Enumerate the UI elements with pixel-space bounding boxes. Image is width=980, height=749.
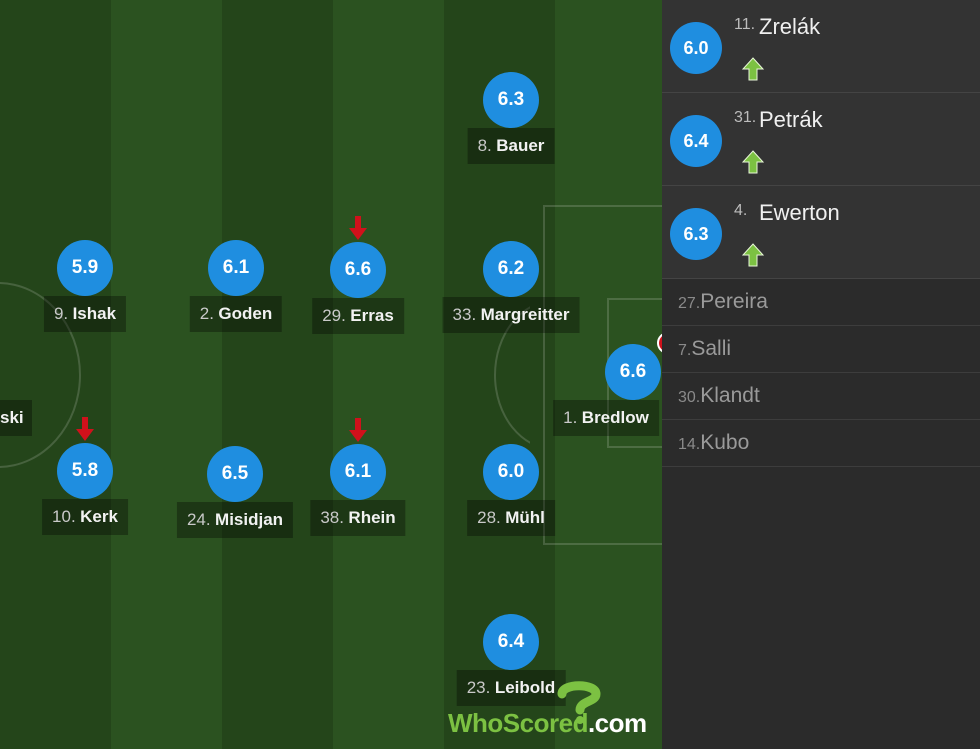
penalty-box [543,205,662,545]
arrow-down-icon [75,417,95,443]
unused-substitute-row[interactable]: 30.Klandt [662,373,980,420]
player-kerk[interactable]: 5.8 10. Kerk [15,417,155,535]
player-margreitter[interactable]: 6.2 33. Margreitter [441,241,581,333]
unused-substitute-row[interactable]: 27.Pereira [662,279,980,326]
player-name-box: 23. Leibold [456,670,566,706]
player-ishak[interactable]: 5.9 9. Ishak [15,240,155,332]
arrow-up-icon [741,149,765,175]
arrow-up-icon [741,56,765,82]
player-name-box: 28. Mühl [467,500,555,536]
watermark-brand: WhoScored [448,708,588,738]
player-misidjan[interactable]: 6.5 24. Misidjan [165,446,305,538]
player-name-box: 8. Bauer [467,128,555,164]
arrow-down-icon [348,216,368,242]
player-rating: 6.0 [670,22,722,74]
player-name-box: 2. Goden [189,296,283,332]
player-goden[interactable]: 6.1 2. Goden [166,240,306,332]
player-rating: 6.3 [670,208,722,260]
substitute-row[interactable]: 6.4 31. Petrák [662,93,980,186]
whoscored-logo: WhoScored.com [448,680,658,740]
player-name-box: 29. Erras [312,298,404,334]
player-rating: 5.9 [57,240,113,296]
player-rating: 6.0 [483,444,539,500]
player-rating: 6.2 [483,241,539,297]
player-rating: 5.8 [57,443,113,499]
player-erras[interactable]: 6.6 29. Erras [288,216,428,334]
player-rating: 6.6 [330,242,386,298]
player-bredlow[interactable]: E 6.6 1. Bredlow [553,332,662,436]
player-muhl[interactable]: 6.0 28. Mühl [441,444,581,536]
question-mark-icon [556,680,602,724]
player-name-box: 24. Misidjan [176,502,294,538]
player-rating: 6.4 [670,115,722,167]
substitute-row[interactable]: 6.0 11. Zrelák [662,0,980,93]
player-rating: 6.1 [208,240,264,296]
arrow-up-icon [741,242,765,268]
player-name-box: 10. Kerk [42,499,128,535]
arrow-down-icon [348,418,368,444]
player-name-box: 9. Ishak [43,296,127,332]
player-rating: 6.1 [330,444,386,500]
watermark-suffix: .com [587,708,647,738]
player-rhein[interactable]: 6.1 38. Rhein [288,418,428,536]
player-rating: 6.3 [483,72,539,128]
pitch: ski 6.3 8. Bauer 5.9 9. Ishak 6.1 2. God… [0,0,662,749]
player-rating: 6.5 [207,446,263,502]
player-leibold[interactable]: 6.4 23. Leibold [441,614,581,706]
player-name-box: 33. Margreitter [442,297,580,333]
player-rating: 6.6 [605,344,661,400]
bench-panel: 6.0 11. Zrelák 6.4 31. Petrák 6.3 4. Ewe… [662,0,980,749]
substitute-row[interactable]: 6.3 4. Ewerton [662,186,980,279]
unused-substitute-row[interactable]: 7.Salli [662,326,980,373]
player-name-box: 38. Rhein [310,500,406,536]
player-name-box: 1. Bredlow [553,400,659,436]
player-rating: 6.4 [483,614,539,670]
unused-substitute-row[interactable]: 14.Kubo [662,420,980,467]
player-bauer[interactable]: 6.3 8. Bauer [441,72,581,164]
player-name-partial: ski [0,400,32,436]
